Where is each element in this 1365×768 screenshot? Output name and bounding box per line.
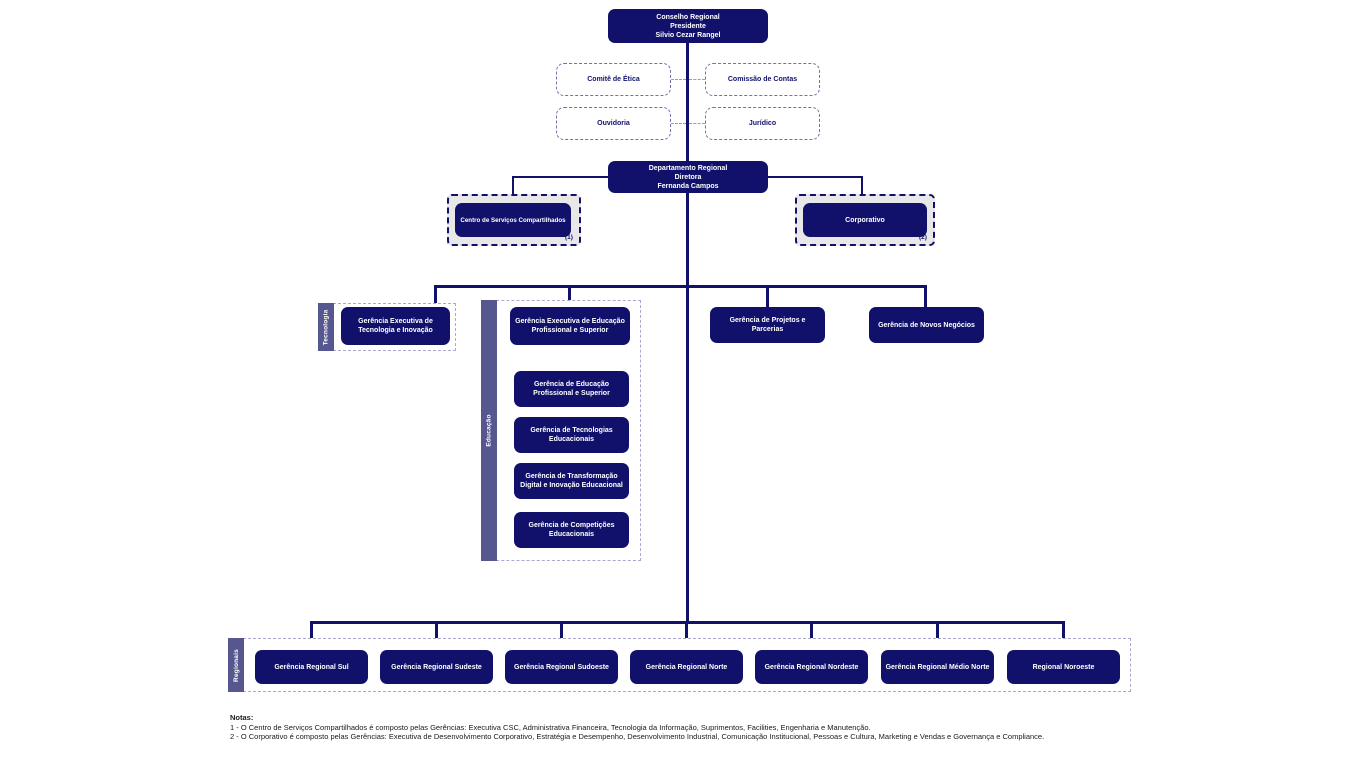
drop-regional-sudeste — [435, 621, 438, 650]
node-regional-noroeste: Regional Noroeste — [1007, 650, 1120, 684]
band-regionais: Regionais — [228, 638, 244, 692]
note-1: 1 - O Centro de Serviços Compartilhados … — [230, 722, 871, 732]
node-gerencia-educacao-profissional: Gerência de Educação Profissional e Supe… — [514, 371, 629, 407]
node-label: Gerência Regional Sul — [274, 663, 349, 671]
trunk-to-regionals — [686, 285, 689, 623]
node-regional-norte: Gerência Regional Norte — [630, 650, 743, 684]
node-label: Gerência Executiva de Tecnologia e Inova… — [358, 318, 433, 334]
note-ref-1: (1) — [565, 234, 573, 241]
node-label: Gerência Executiva de Educação Profissio… — [515, 318, 625, 334]
node-centro-servicos-compartilhados: Centro de Serviços Compartilhados — [455, 203, 571, 237]
note-2: 2 - O Corporativo é composto pelas Gerên… — [230, 732, 1045, 741]
drop-regional-nordeste — [810, 621, 813, 650]
node-label: Comissão de Contas — [727, 76, 798, 83]
node-label: Gerência de Novos Negócios — [878, 321, 975, 329]
node-person: Silvio Cezar Rangel — [655, 31, 721, 39]
node-label: Ouvidoria — [597, 120, 630, 127]
connector-dept-left-v — [512, 176, 514, 204]
drop-technology — [434, 285, 437, 307]
node-person: Fernanda Campos — [657, 182, 719, 190]
node-label: Comitê de Ética — [587, 76, 640, 83]
node-label: Gerência de Educação Profissional e Supe… — [533, 381, 610, 397]
node-label: Gerência de Tecnologias Educacionais — [530, 427, 613, 443]
node-ouvidoria: Ouvidoria — [556, 107, 671, 140]
drop-regional-medio-norte — [936, 621, 939, 650]
connector-legal — [689, 123, 705, 124]
node-label: Gerência Regional Nordeste — [764, 663, 859, 671]
node-label: Centro de Serviços Compartilhados — [460, 216, 566, 224]
node-juridico: Jurídico — [705, 107, 820, 140]
executive-bus — [434, 285, 927, 288]
node-label: Gerência Regional Norte — [645, 663, 728, 671]
note-ref-2: (2) — [919, 234, 927, 241]
band-tecnologia: Tecnologia — [318, 303, 334, 351]
node-title: Departamento Regional — [648, 164, 728, 172]
node-corporativo: Corporativo — [803, 203, 927, 237]
node-label: Jurídico — [748, 120, 777, 127]
node-title: Conselho Regional — [656, 13, 720, 21]
node-label: Gerência de Competições Educacionais — [528, 522, 615, 538]
connector-dept-right-v — [861, 176, 863, 204]
band-educacao: Educação — [481, 300, 497, 561]
notes-block: Notas: 1 - O Centro de Serviços Comparti… — [230, 713, 1330, 742]
drop-regional-sudoeste — [560, 621, 563, 650]
node-regional-medio-norte: Gerência Regional Médio Norte — [881, 650, 994, 684]
drop-regional-noroeste — [1062, 621, 1065, 650]
node-label: Gerência Regional Sudeste — [391, 663, 482, 671]
drop-projects — [766, 285, 769, 307]
drop-education — [568, 285, 571, 307]
connector-dept-right-h — [768, 176, 863, 178]
node-gerencia-transformacao-digital: Gerência de Transformação Digital e Inov… — [514, 463, 629, 499]
node-role: Diretora — [674, 173, 702, 181]
node-gerencia-executiva-educacao: Gerência Executiva de Educação Profissio… — [510, 307, 630, 345]
connector-ethics — [671, 79, 686, 80]
node-gerencia-projetos-parcerias: Gerência de Projetos e Parcerias — [710, 307, 825, 343]
node-departamento-regional: Departamento Regional Diretora Fernanda … — [608, 161, 768, 193]
node-comite-de-etica: Comitê de Ética — [556, 63, 671, 96]
node-label: Gerência Regional Sudoeste — [514, 663, 609, 671]
node-comissao-de-contas: Comissão de Contas — [705, 63, 820, 96]
node-conselho-regional: Conselho Regional Presidente Silvio Ceza… — [608, 9, 768, 43]
node-regional-sul: Gerência Regional Sul — [255, 650, 368, 684]
node-label: Gerência de Projetos e Parcerias — [729, 317, 806, 333]
node-gerencia-competicoes-educacionais: Gerência de Competições Educacionais — [514, 512, 629, 548]
node-label: Gerência Regional Médio Norte — [885, 663, 990, 671]
node-gerencia-tecnologias-educacionais: Gerência de Tecnologias Educacionais — [514, 417, 629, 453]
band-label: Regionais — [232, 648, 240, 682]
trunk-department-down — [686, 193, 689, 287]
notes-title: Notas: — [230, 713, 254, 722]
drop-regional-norte — [685, 621, 688, 650]
connector-ombudsman — [671, 123, 686, 124]
node-regional-sudeste: Gerência Regional Sudeste — [380, 650, 493, 684]
node-gerencia-executiva-tecnologia: Gerência Executiva de Tecnologia e Inova… — [341, 307, 450, 345]
connector-root-to-department — [686, 43, 689, 162]
node-label: Gerência de Transformação Digital e Inov… — [520, 473, 623, 489]
band-label: Tecnologia — [322, 309, 330, 345]
connector-accounts — [689, 79, 705, 80]
node-role: Presidente — [670, 22, 706, 30]
node-label: Regional Noroeste — [1032, 663, 1095, 671]
node-regional-sudoeste: Gerência Regional Sudoeste — [505, 650, 618, 684]
drop-regional-sul — [310, 621, 313, 650]
node-regional-nordeste: Gerência Regional Nordeste — [755, 650, 868, 684]
band-label: Educação — [485, 414, 493, 447]
drop-new-business — [924, 285, 927, 307]
node-gerencia-novos-negocios: Gerência de Novos Negócios — [869, 307, 984, 343]
node-label: Corporativo — [845, 216, 885, 224]
connector-dept-left-h — [512, 176, 608, 178]
